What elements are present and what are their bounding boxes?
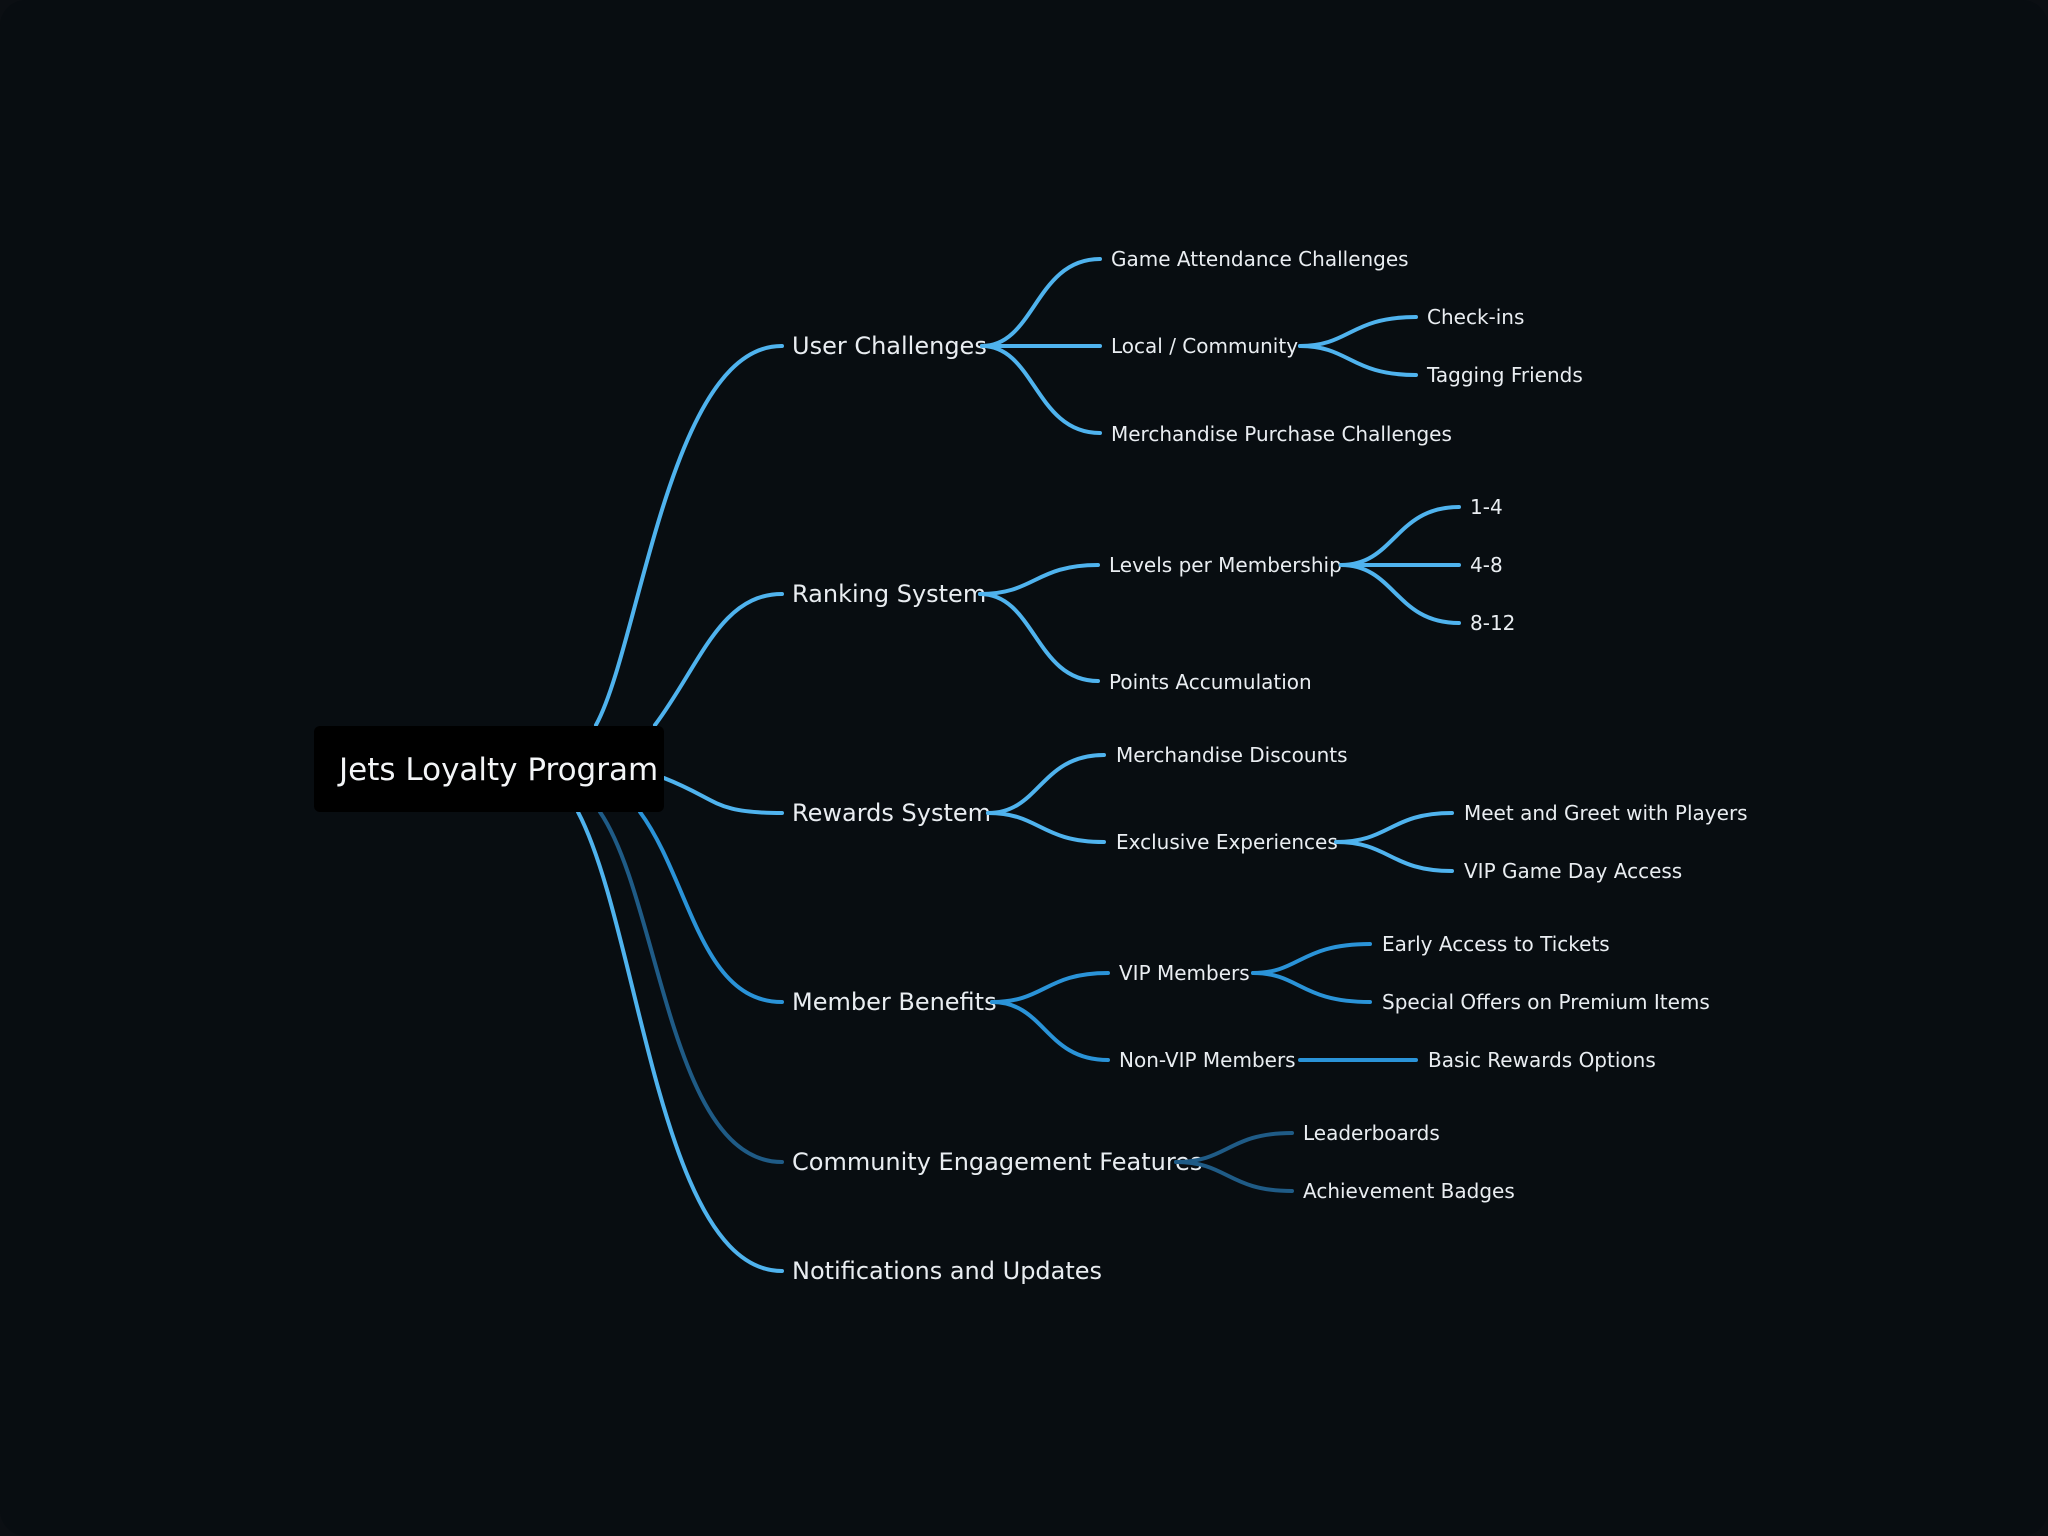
node-special-offers-premium[interactable]: Special Offers on Premium Items [1382, 990, 1710, 1014]
branch-user-challenges: User Challenges Game Attendance Challeng… [792, 247, 1583, 446]
edge-ee-meet-and-greet [1334, 811, 1454, 844]
root-node[interactable]: Jets Loyalty Program [314, 726, 664, 812]
edge-mb-vip-members [990, 971, 1110, 1004]
edge-uc-merchandise-purchase [980, 344, 1102, 435]
branch-community-engagement: Community Engagement Features Leaderboar… [792, 1121, 1515, 1203]
edge-mb-non-vip-members [990, 1000, 1110, 1062]
edge-ce-leaderboards [1174, 1131, 1294, 1164]
node-ranking-system[interactable]: Ranking System [792, 580, 986, 608]
edge-root-rewards-system [662, 776, 784, 815]
node-member-benefits[interactable]: Member Benefits [792, 988, 997, 1016]
node-vip-members[interactable]: VIP Members [1119, 961, 1250, 985]
edge-rw-merchandise-discounts [986, 753, 1106, 815]
node-user-challenges[interactable]: User Challenges [792, 332, 987, 360]
node-points-accumulation[interactable]: Points Accumulation [1109, 670, 1312, 694]
node-8-12[interactable]: 8-12 [1470, 611, 1515, 635]
branch-ranking-system: Ranking System Levels per Membership Poi… [792, 495, 1515, 694]
branch-rewards-system: Rewards System Merchandise Discounts Exc… [792, 743, 1748, 883]
node-achievement-badges[interactable]: Achievement Badges [1303, 1179, 1515, 1203]
edge-root-community-engagement [598, 810, 784, 1164]
node-non-vip-members[interactable]: Non-VIP Members [1119, 1048, 1296, 1072]
edge-rs-levels-per-membership [978, 563, 1100, 596]
edge-lpm-8-12 [1339, 563, 1461, 625]
node-1-4[interactable]: 1-4 [1470, 495, 1503, 519]
branch-member-benefits: Member Benefits VIP Members Non-VIP Memb… [792, 932, 1710, 1072]
node-early-access-to-tickets[interactable]: Early Access to Tickets [1382, 932, 1610, 956]
node-exclusive-experiences[interactable]: Exclusive Experiences [1116, 830, 1338, 854]
edge-ee-vip-game-day [1334, 840, 1454, 873]
edge-lpm-1-4 [1339, 505, 1461, 567]
node-notifications-and-updates[interactable]: Notifications and Updates [792, 1257, 1102, 1285]
node-community-engagement-features[interactable]: Community Engagement Features [792, 1148, 1202, 1176]
edge-root-user-challenges [594, 343, 784, 727]
node-basic-rewards-options[interactable]: Basic Rewards Options [1428, 1048, 1656, 1072]
node-4-8[interactable]: 4-8 [1470, 553, 1503, 577]
edge-rs-points-accumulation [978, 592, 1100, 683]
edge-ce-achievement-badges [1174, 1160, 1294, 1193]
node-local-community[interactable]: Local / Community [1111, 334, 1298, 358]
node-merchandise-purchase-challenges[interactable]: Merchandise Purchase Challenges [1111, 422, 1452, 446]
root-connectors [576, 343, 784, 1273]
edge-root-member-benefits [638, 810, 784, 1004]
edge-root-notifications [576, 810, 784, 1273]
node-rewards-system[interactable]: Rewards System [792, 799, 991, 827]
node-check-ins[interactable]: Check-ins [1427, 305, 1524, 329]
node-tagging-friends[interactable]: Tagging Friends [1426, 363, 1583, 387]
node-levels-per-membership[interactable]: Levels per Membership [1109, 553, 1342, 577]
node-vip-game-day-access[interactable]: VIP Game Day Access [1464, 859, 1682, 883]
branch-notifications: Notifications and Updates [792, 1257, 1102, 1285]
edge-lc-tagging-friends [1298, 344, 1418, 377]
node-meet-and-greet[interactable]: Meet and Greet with Players [1464, 801, 1748, 825]
node-leaderboards[interactable]: Leaderboards [1303, 1121, 1440, 1145]
root-label: Jets Loyalty Program [337, 752, 658, 788]
edge-vip-early-access [1251, 942, 1372, 975]
edge-rw-exclusive-experiences [986, 811, 1106, 844]
edge-vip-special-offers [1251, 971, 1372, 1004]
node-merchandise-discounts[interactable]: Merchandise Discounts [1116, 743, 1348, 767]
node-game-attendance-challenges[interactable]: Game Attendance Challenges [1111, 247, 1409, 271]
root-box [314, 726, 664, 812]
edge-lc-check-ins [1298, 315, 1418, 348]
edge-uc-game-attendance [980, 257, 1102, 348]
edge-root-ranking-system [653, 592, 784, 727]
